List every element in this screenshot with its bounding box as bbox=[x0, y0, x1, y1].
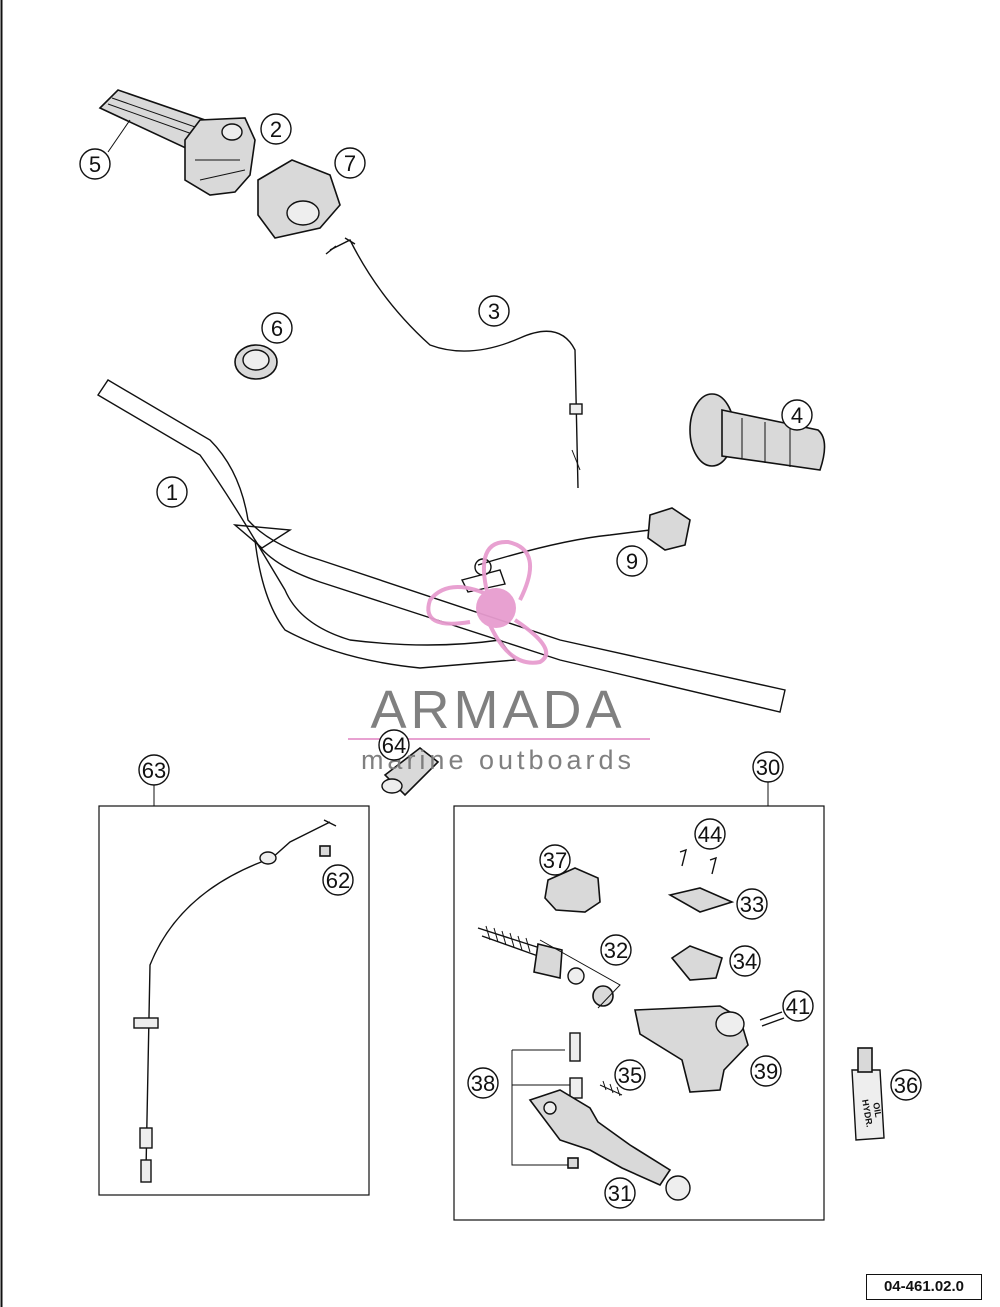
callout-7: 7 bbox=[334, 147, 366, 179]
svg-text:33: 33 bbox=[740, 892, 764, 917]
hydraulic-oil-bottle-part: HYDR. OIL bbox=[851, 1047, 885, 1141]
svg-text:4: 4 bbox=[791, 403, 803, 428]
callout-4: 4 bbox=[781, 399, 813, 431]
callout-6: 6 bbox=[261, 312, 293, 344]
callout-37: 37 bbox=[539, 844, 571, 876]
svg-text:64: 64 bbox=[382, 733, 406, 758]
svg-text:6: 6 bbox=[271, 316, 283, 341]
oil-label-line2: OIL bbox=[871, 1102, 884, 1119]
callout-9: 9 bbox=[616, 545, 648, 577]
plug-part bbox=[381, 746, 440, 797]
callout-31: 31 bbox=[604, 1177, 636, 1209]
svg-text:7: 7 bbox=[344, 151, 356, 176]
svg-text:32: 32 bbox=[604, 938, 628, 963]
svg-text:3: 3 bbox=[488, 299, 500, 324]
svg-text:9: 9 bbox=[626, 549, 638, 574]
callout-5: 5 bbox=[79, 148, 111, 180]
oil-label-line1: HYDR. bbox=[860, 1099, 875, 1128]
callout-39: 39 bbox=[750, 1055, 782, 1087]
svg-text:35: 35 bbox=[618, 1063, 642, 1088]
callout-32: 32 bbox=[600, 934, 632, 966]
callout-1: 1 bbox=[156, 476, 188, 508]
throttle-cover-part bbox=[257, 159, 341, 239]
callout-36: 36 bbox=[890, 1069, 922, 1101]
callout-35: 35 bbox=[614, 1059, 646, 1091]
callout-30: 30 bbox=[752, 751, 784, 783]
reference-code: 04-461.02.0 bbox=[866, 1274, 982, 1300]
callout-33: 33 bbox=[736, 888, 768, 920]
throttle-housing-part bbox=[184, 117, 256, 196]
svg-text:37: 37 bbox=[543, 848, 567, 873]
callout-62: 62 bbox=[322, 864, 354, 896]
svg-text:5: 5 bbox=[89, 152, 101, 177]
throttle-cable-part bbox=[325, 237, 583, 489]
callout-2: 2 bbox=[260, 113, 292, 145]
watermark-title: ARMADA bbox=[370, 680, 625, 740]
leader-5 bbox=[107, 119, 131, 153]
callout-38: 38 bbox=[467, 1067, 499, 1099]
svg-text:63: 63 bbox=[142, 758, 166, 783]
svg-text:2: 2 bbox=[270, 117, 282, 142]
svg-text:36: 36 bbox=[894, 1073, 918, 1098]
clutch-cable-box bbox=[98, 784, 370, 1196]
svg-text:38: 38 bbox=[471, 1071, 495, 1096]
callout-34: 34 bbox=[729, 945, 761, 977]
ring-part bbox=[234, 344, 278, 380]
callout-3: 3 bbox=[478, 295, 510, 327]
svg-text:44: 44 bbox=[698, 822, 722, 847]
callout-64: 64 bbox=[378, 729, 410, 761]
brake-master-box bbox=[453, 782, 825, 1221]
svg-text:1: 1 bbox=[166, 480, 178, 505]
left-grip-part bbox=[689, 393, 826, 471]
hot-start-lever-part bbox=[460, 507, 691, 593]
svg-text:30: 30 bbox=[756, 755, 780, 780]
svg-text:41: 41 bbox=[786, 994, 810, 1019]
watermark-logo: ARMADA marine outboards bbox=[348, 539, 650, 775]
callout-63: 63 bbox=[138, 754, 170, 786]
callout-44: 44 bbox=[694, 818, 726, 850]
svg-text:31: 31 bbox=[608, 1181, 632, 1206]
svg-text:39: 39 bbox=[754, 1059, 778, 1084]
svg-text:34: 34 bbox=[733, 949, 757, 974]
callout-41: 41 bbox=[782, 990, 814, 1022]
svg-text:62: 62 bbox=[326, 868, 350, 893]
